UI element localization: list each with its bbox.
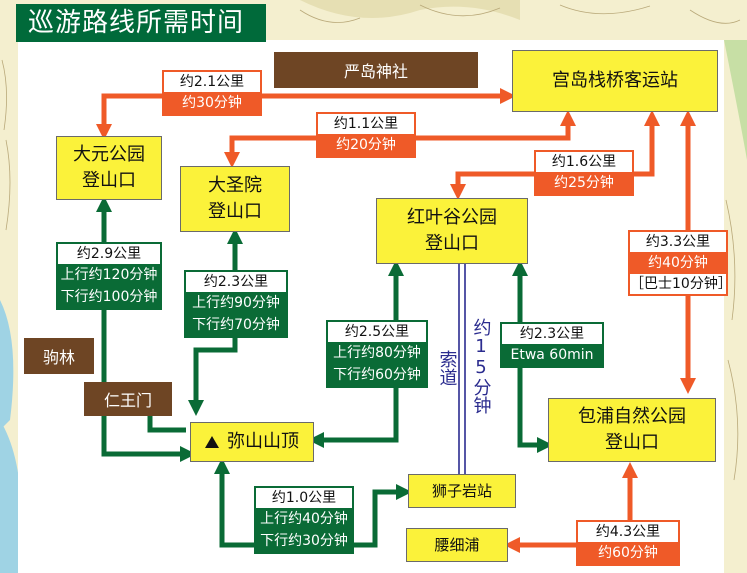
momiji-text-1: 红叶谷公园 xyxy=(407,207,497,228)
ropeway-time: 约15分钟 xyxy=(470,318,492,419)
shrine-label: 严岛神社 xyxy=(274,52,478,88)
port-text: 宫岛栈桥客运站 xyxy=(552,70,678,91)
distance-text: 约1.0公里 xyxy=(256,488,352,508)
tsutsumigaura-trailhead-box: 包浦自然公园 登山口 xyxy=(548,398,716,462)
distance-text: 约2.9公里 xyxy=(58,244,160,264)
ropeway-name-text: 索道 xyxy=(436,350,458,386)
koshibosou-box: 腰细浦 xyxy=(406,528,508,562)
omoto-trailhead-box: 大元公园 登山口 xyxy=(56,136,162,200)
distance-text: 约1.6公里 xyxy=(536,152,632,172)
misen-text: 弥山山顶 xyxy=(227,431,299,452)
uphill-text: 上行约40分钟 xyxy=(256,508,352,530)
komabayashi-text: 驹林 xyxy=(42,348,75,367)
koshibosou-text: 腰细浦 xyxy=(434,536,480,554)
route-label-daisho-port: 约1.1公里 约20分钟 xyxy=(316,112,416,158)
tsutsu-text-1: 包浦自然公园 xyxy=(578,406,686,427)
time-text: 约40分钟 xyxy=(630,252,726,274)
daisho-text-1: 大圣院 xyxy=(208,175,262,196)
downhill-text: 下行约30分钟 xyxy=(256,530,352,552)
misen-summit-box: 弥山山顶 xyxy=(190,422,314,462)
distance-text: 约2.5公里 xyxy=(328,322,426,342)
niomon-text: 仁王门 xyxy=(103,391,152,410)
ropeway-name: 索道 xyxy=(436,350,458,391)
distance-text: 约2.3公里 xyxy=(186,272,286,292)
shrine-text: 严岛神社 xyxy=(343,62,408,81)
downhill-text: 下行约100分钟 xyxy=(58,286,160,308)
shishiiwa-station-box: 狮子岩站 xyxy=(408,474,516,508)
omoto-text-1: 大元公园 xyxy=(73,144,145,165)
momiji-trailhead-box: 红叶谷公园 登山口 xyxy=(376,198,528,264)
uphill-text: 上行约120分钟 xyxy=(58,264,160,286)
distance-text: 约4.3公里 xyxy=(578,522,678,542)
momiji-text-2: 登山口 xyxy=(425,233,479,254)
time-text: 约60分钟 xyxy=(578,542,678,564)
time-text: 约30分钟 xyxy=(164,92,260,114)
ropeway-time-text: 约15分钟 xyxy=(470,318,492,414)
port-box: 宫岛栈桥客运站 xyxy=(512,50,718,112)
downhill-text: 下行约60分钟 xyxy=(328,364,426,386)
triangle-peak-icon xyxy=(205,436,219,448)
route-label-omoto-misen: 约2.9公里 上行约120分钟 下行约100分钟 xyxy=(56,242,162,310)
daisho-trailhead-box: 大圣院 登山口 xyxy=(180,166,290,232)
time-text: 约25分钟 xyxy=(536,172,632,194)
distance-text: 约2.1公里 xyxy=(164,72,260,92)
route-label-momiji-misen: 约2.5公里 上行约80分钟 下行约60分钟 xyxy=(326,320,428,388)
komabayashi-label: 驹林 xyxy=(24,338,94,374)
route-label-momiji-port: 约1.6公里 约25分钟 xyxy=(534,150,634,196)
route-label-omoto-port: 约2.1公里 约30分钟 xyxy=(162,70,262,116)
bus-text: ［巴士10分钟］ xyxy=(630,274,732,294)
arrow-misen-shishi xyxy=(213,457,413,548)
distance-text: 约2.3公里 xyxy=(502,324,602,344)
omoto-text-2: 登山口 xyxy=(82,170,136,191)
downhill-text: 下行约70分钟 xyxy=(186,314,286,336)
daisho-text-2: 登山口 xyxy=(208,201,262,222)
route-label-koshi-tsutsu: 约4.3公里 约60分钟 xyxy=(576,520,680,566)
route-label-tsutsu-port: 约3.3公里 约40分钟 ［巴士10分钟］ xyxy=(628,230,732,296)
uphill-text: 上行约80分钟 xyxy=(328,342,426,364)
uphill-text: 上行约90分钟 xyxy=(186,292,286,314)
route-label-daisho-misen: 约2.3公里 上行约90分钟 下行约70分钟 xyxy=(184,270,288,338)
arrow-nio-misen xyxy=(147,414,186,433)
shishiiwa-text: 狮子岩站 xyxy=(431,482,492,500)
niomon-label: 仁王门 xyxy=(84,382,172,416)
tsutsu-text-2: 登山口 xyxy=(605,432,659,453)
route-label-misen-shishi: 约1.0公里 上行约40分钟 下行约30分钟 xyxy=(254,486,354,554)
uphill-text: Etwa 60min xyxy=(502,344,602,366)
distance-text: 约1.1公里 xyxy=(318,114,414,134)
misen-summit-content: 弥山山顶 xyxy=(205,429,299,455)
page-title: 巡游路线所需时间 xyxy=(16,4,266,42)
arrow-omoto-port xyxy=(95,87,517,141)
time-text: 约20分钟 xyxy=(318,134,414,156)
distance-text: 约3.3公里 xyxy=(630,232,726,252)
route-label-tsutsu-momiji: 约2.3公里 Etwa 60min xyxy=(500,322,604,368)
